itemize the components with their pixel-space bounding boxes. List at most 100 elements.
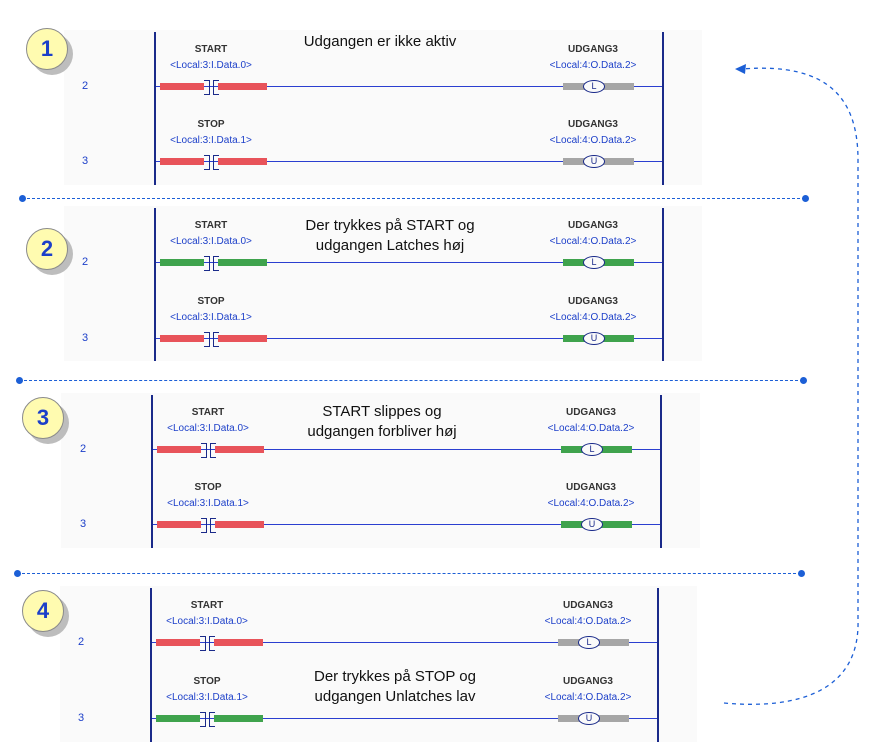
output-state-bar-left <box>563 83 591 90</box>
output-tag-label: UDGANG3 <box>562 600 613 611</box>
input-state-bar-left <box>156 715 200 722</box>
output-address-label: <Local:4:O.Data.2> <box>549 236 637 247</box>
rung-wire <box>156 86 662 87</box>
input-state-bar-right <box>214 639 263 646</box>
input-address-label: <Local:3:I.Data.1> <box>166 692 248 703</box>
output-state-bar-right <box>601 259 634 266</box>
coil-symbol: L <box>581 443 603 456</box>
output-tag-label: UDGANG3 <box>567 44 618 55</box>
contact-right-bracket <box>209 712 215 727</box>
output-address-label: <Local:4:O.Data.2> <box>544 692 632 703</box>
step-caption: Udgangen er ikke aktiv <box>303 33 457 50</box>
output-state-bar-left <box>563 335 591 342</box>
input-state-bar-left <box>157 446 201 453</box>
separator-end-dot <box>798 570 805 577</box>
contact-right-bracket <box>210 518 216 533</box>
rung-wire <box>156 161 662 162</box>
contact-left-bracket <box>204 155 210 170</box>
rung-wire <box>153 524 660 525</box>
rung-number: 3 <box>80 518 87 530</box>
output-state-bar-right <box>599 521 632 528</box>
input-address-label: <Local:3:I.Data.1> <box>170 135 252 146</box>
output-state-bar-left <box>563 259 591 266</box>
coil-symbol: U <box>578 712 600 725</box>
loop-arrowhead <box>735 64 746 74</box>
input-state-bar-right <box>218 259 267 266</box>
right-power-rail <box>657 588 659 742</box>
step-separator <box>17 573 801 574</box>
input-address-label: <Local:3:I.Data.1> <box>170 312 252 323</box>
input-state-bar-right <box>218 83 267 90</box>
step-separator <box>19 380 803 381</box>
separator-end-dot <box>802 195 809 202</box>
output-state-bar-left <box>563 158 591 165</box>
step-separator <box>22 198 805 199</box>
output-tag-label: UDGANG3 <box>567 296 618 307</box>
left-power-rail <box>154 208 156 361</box>
output-address-label: <Local:4:O.Data.2> <box>547 423 635 434</box>
output-state-bar-left <box>561 446 589 453</box>
contact-left-bracket <box>200 712 206 727</box>
step-badge: 4 <box>22 590 64 632</box>
separator-end-dot <box>16 377 23 384</box>
output-address-label: <Local:4:O.Data.2> <box>549 60 637 71</box>
input-address-label: <Local:3:I.Data.0> <box>167 423 249 434</box>
output-address-label: <Local:4:O.Data.2> <box>549 135 637 146</box>
input-state-bar-right <box>215 446 264 453</box>
input-state-bar-left <box>157 521 201 528</box>
coil-symbol: U <box>583 155 605 168</box>
contact-right-bracket <box>213 80 219 95</box>
output-tag-label: UDGANG3 <box>567 119 618 130</box>
output-state-bar-left <box>561 521 589 528</box>
output-address-label: <Local:4:O.Data.2> <box>549 312 637 323</box>
coil-symbol: L <box>583 80 605 93</box>
output-state-bar-left <box>558 639 586 646</box>
input-state-bar-left <box>160 83 204 90</box>
input-tag-label: START <box>194 44 228 55</box>
rung-wire <box>152 642 657 643</box>
step-caption: START slippes og udgangen forbliver høj <box>307 403 457 440</box>
input-tag-label: STOP <box>197 296 225 307</box>
output-address-label: <Local:4:O.Data.2> <box>544 616 632 627</box>
contact-right-bracket <box>213 155 219 170</box>
input-state-bar-right <box>218 335 267 342</box>
rung-number: 2 <box>80 443 87 455</box>
separator-end-dot <box>800 377 807 384</box>
contact-left-bracket <box>200 636 206 651</box>
output-state-bar-right <box>601 83 634 90</box>
rung-number: 2 <box>78 636 85 648</box>
input-state-bar-left <box>156 639 200 646</box>
input-state-bar-left <box>160 158 204 165</box>
rung-number: 2 <box>82 80 89 92</box>
coil-symbol: U <box>581 518 603 531</box>
input-tag-label: STOP <box>197 119 225 130</box>
contact-left-bracket <box>204 332 210 347</box>
contact-right-bracket <box>213 256 219 271</box>
step-caption: Der trykkes på START og udgangen Latches… <box>305 217 475 254</box>
right-power-rail <box>662 208 664 361</box>
rung-wire <box>156 338 662 339</box>
coil-symbol: U <box>583 332 605 345</box>
input-state-bar-left <box>160 259 204 266</box>
output-state-bar-right <box>599 446 632 453</box>
input-address-label: <Local:3:I.Data.0> <box>170 60 252 71</box>
input-state-bar-right <box>214 715 263 722</box>
contact-left-bracket <box>204 80 210 95</box>
output-state-bar-right <box>601 158 634 165</box>
rung-number: 3 <box>82 155 89 167</box>
input-address-label: <Local:3:I.Data.1> <box>167 498 249 509</box>
loop-back-path <box>723 67 859 705</box>
rung-number: 3 <box>82 332 89 344</box>
output-state-bar-right <box>596 639 629 646</box>
input-tag-label: START <box>190 600 224 611</box>
separator-end-dot <box>14 570 21 577</box>
input-tag-label: START <box>194 220 228 231</box>
input-state-bar-left <box>160 335 204 342</box>
right-power-rail <box>660 395 662 548</box>
output-tag-label: UDGANG3 <box>562 676 613 687</box>
left-power-rail <box>151 395 153 548</box>
rung-wire <box>153 449 660 450</box>
contact-left-bracket <box>204 256 210 271</box>
coil-symbol: L <box>578 636 600 649</box>
contact-right-bracket <box>209 636 215 651</box>
